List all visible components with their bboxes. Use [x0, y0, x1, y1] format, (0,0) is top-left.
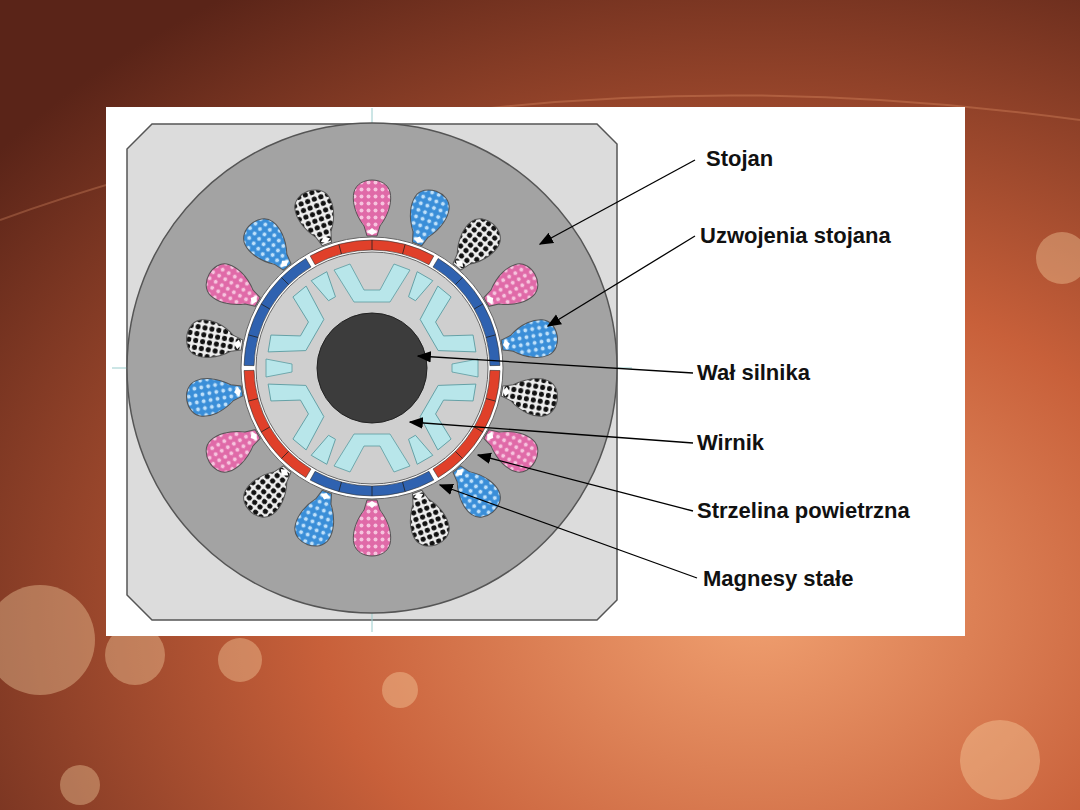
housing: [127, 124, 617, 620]
air-gap: [241, 237, 503, 499]
permanent-magnets: [244, 240, 500, 496]
panel: [106, 107, 965, 636]
rotor: [256, 252, 488, 484]
part-label: Wirnik: [697, 431, 764, 455]
stator-windings: [184, 180, 561, 556]
part-label: Magnesy stałe: [703, 567, 853, 591]
part-label: Uzwojenia stojana: [700, 224, 891, 248]
part-label: Stojan: [706, 147, 773, 171]
rotor-cutouts: [263, 264, 481, 472]
shaft: [317, 313, 427, 423]
leader-lines: [410, 160, 697, 578]
part-label: Strzelina powietrzna: [697, 499, 910, 523]
part-label: Wał silnika: [697, 361, 810, 385]
stator: [127, 123, 617, 613]
